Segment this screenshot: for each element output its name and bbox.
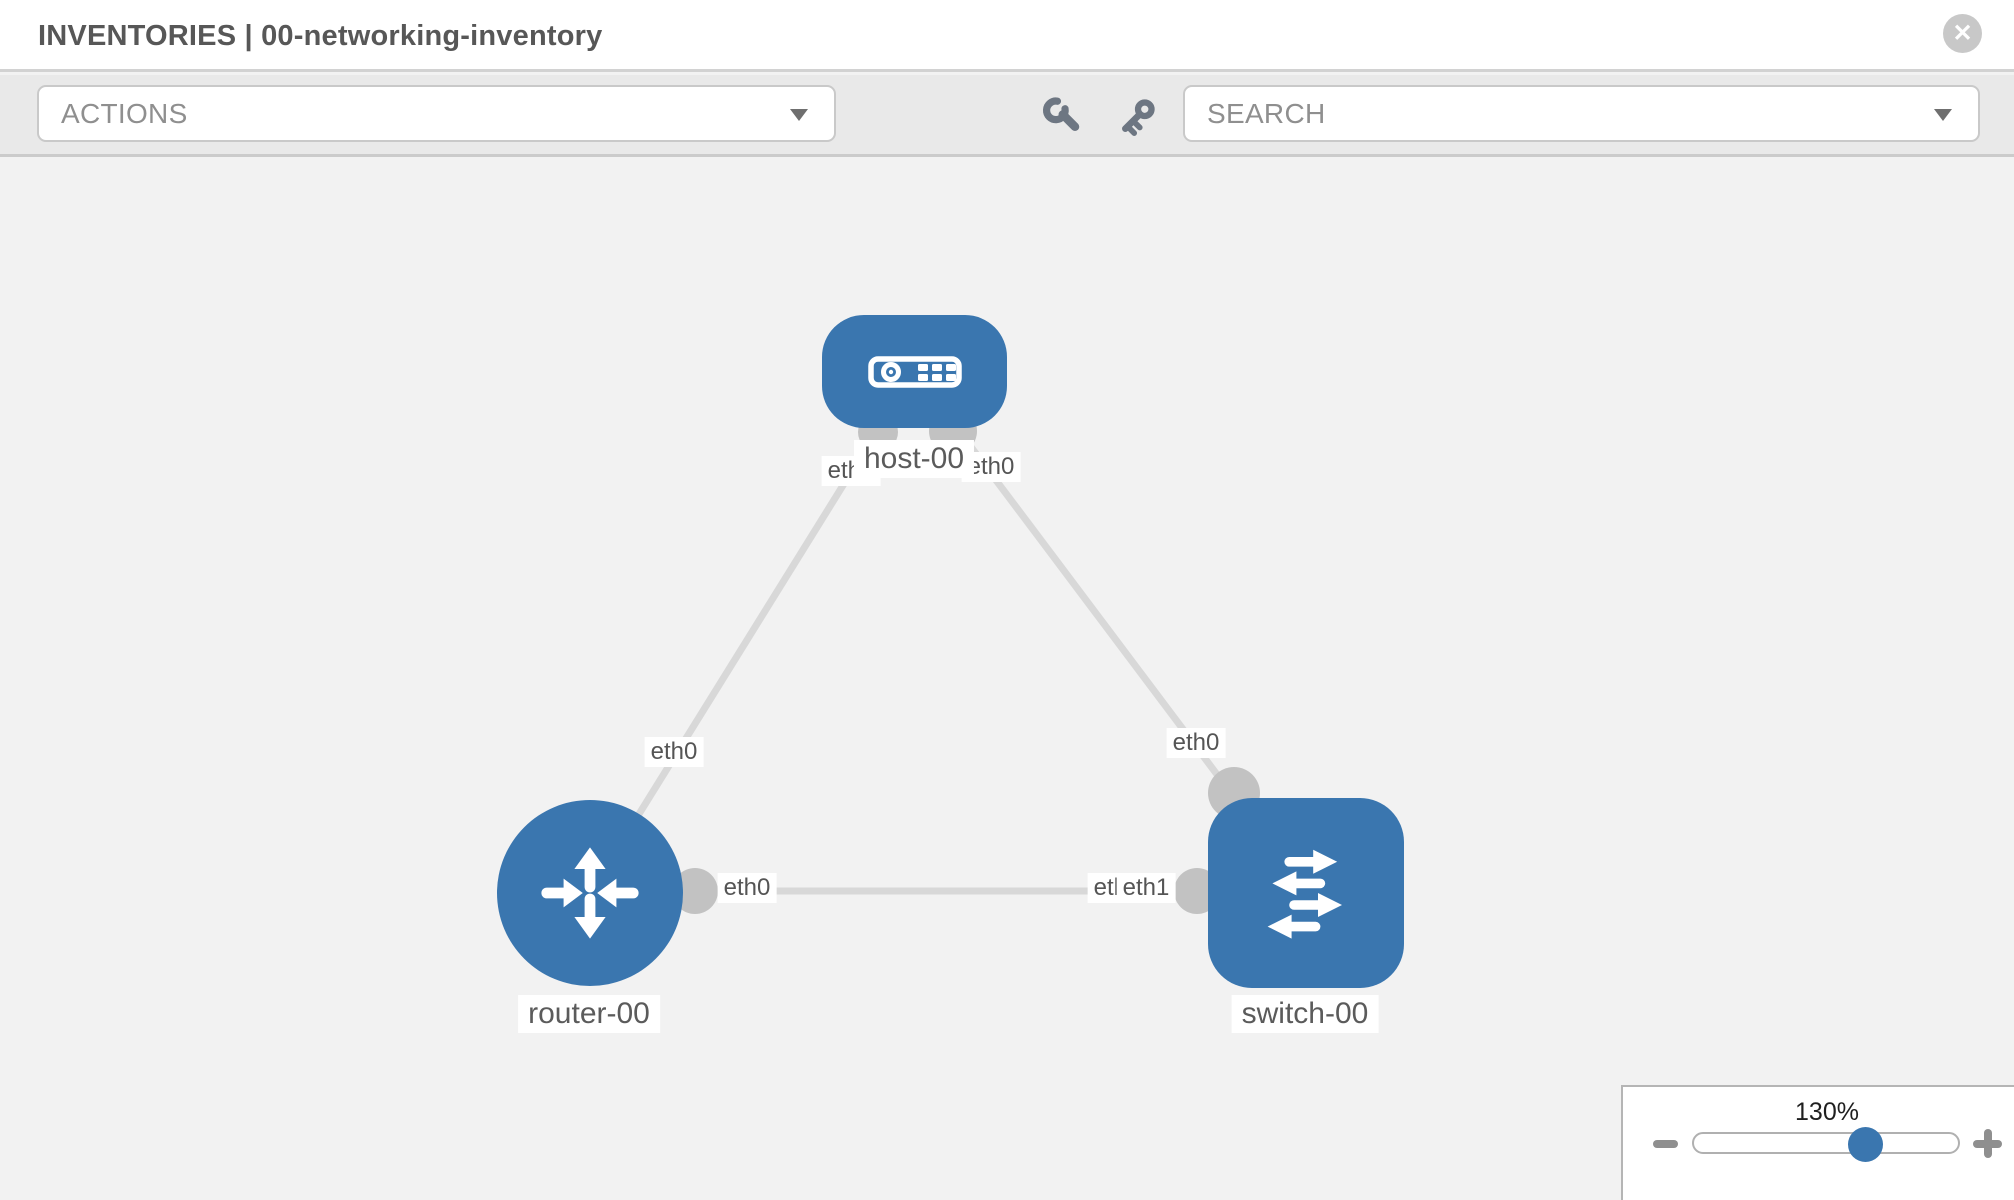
iface-label-eth0: eth0 [1166,728,1226,758]
zoom-slider-handle[interactable] [1848,1127,1883,1162]
zoom-panel: 130% [1621,1085,2014,1200]
iface-label-eth0: eth0 [644,737,704,767]
iface-label-eth1: eth1 [1116,873,1176,903]
search-placeholder: SEARCH [1207,98,1326,129]
search-dropdown[interactable]: SEARCH [1183,85,1980,142]
actions-dropdown[interactable]: ACTIONS [37,85,836,142]
server-icon [867,355,962,388]
actions-dropdown-label: ACTIONS [61,98,188,129]
node-switch-00[interactable] [1208,798,1404,988]
zoom-percentage: 130% [1795,1098,1859,1126]
node-router-00[interactable] [497,800,683,986]
interface-bubble [672,868,718,914]
node-label-switch: switch-00 [1231,995,1379,1033]
key-icon[interactable] [1115,95,1159,139]
plus-vertical-bar [1983,1129,1992,1158]
links-layer [587,368,1309,914]
router-icon [541,847,639,939]
wrench-icon[interactable] [1041,95,1085,139]
header-bar: INVENTORIES | 00-networking-inventory ✕ [0,0,2014,72]
zoom-slider-track[interactable] [1692,1132,1960,1154]
caret-down-icon [1934,109,1952,121]
minus-icon[interactable] [1653,1140,1678,1148]
page-title: INVENTORIES | 00-networking-inventory [38,20,603,52]
node-host-00[interactable] [822,315,1007,428]
caret-down-icon [790,109,808,121]
node-label-host: host-00 [853,440,975,478]
node-label-router: router-00 [518,995,660,1033]
plus-icon[interactable] [1973,1129,2002,1158]
iface-label-eth0: eth0 [717,873,777,903]
close-icon[interactable]: ✕ [1943,14,1982,53]
topology-canvas[interactable]: host-00 router-00 switch-00 eth0 eth0 et… [0,160,2014,1200]
toolbar: ACTIONS SEARCH [0,75,2014,157]
switch-icon [1267,849,1342,939]
